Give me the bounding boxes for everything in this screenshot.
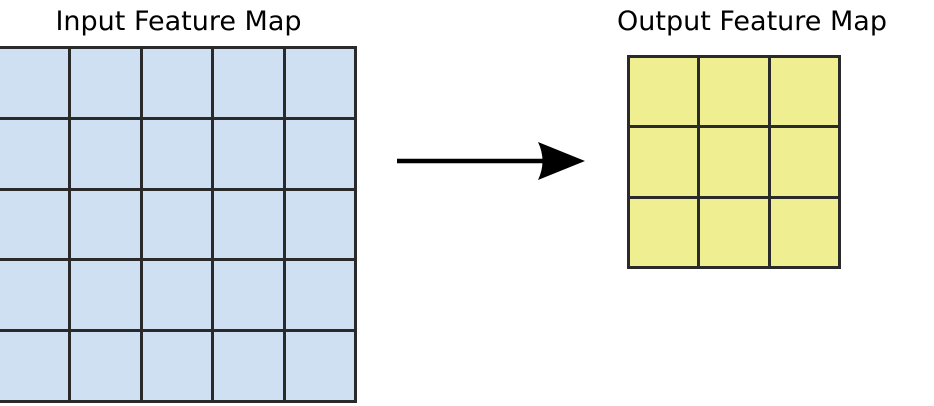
transformation-arrow-icon [397,142,585,180]
input-cell [0,190,69,259]
output-cell [700,198,768,266]
input-feature-map-title: Input Feature Map [55,6,302,37]
input-cell [214,49,283,117]
input-feature-map-grid [0,46,357,403]
output-cell [770,58,838,126]
input-cell [71,261,140,330]
output-cell [630,58,698,126]
input-cell [142,261,212,330]
input-cell [0,49,69,117]
output-feature-map-grid [627,55,841,269]
input-cell [214,261,283,330]
input-cell [285,49,354,117]
output-feature-map-title: Output Feature Map [617,6,887,37]
output-cell [700,58,768,126]
input-cell [214,190,283,259]
output-cell [630,128,698,196]
output-cell [700,128,768,196]
input-cell [0,119,69,188]
input-cell [142,49,212,117]
input-cell [214,332,283,400]
input-cell [142,190,212,259]
input-cell [0,261,69,330]
input-cell [214,119,283,188]
input-cell [71,332,140,400]
input-cell [142,119,212,188]
input-cell [285,190,354,259]
input-cell [71,190,140,259]
input-cell [142,332,212,400]
input-cell [71,119,140,188]
arrow-head [538,142,585,180]
output-cell [630,198,698,266]
input-cell [285,261,354,330]
input-cell [0,332,69,400]
output-cell [770,198,838,266]
input-cell [71,49,140,117]
input-cell [285,119,354,188]
input-cell [285,332,354,400]
output-cell [770,128,838,196]
